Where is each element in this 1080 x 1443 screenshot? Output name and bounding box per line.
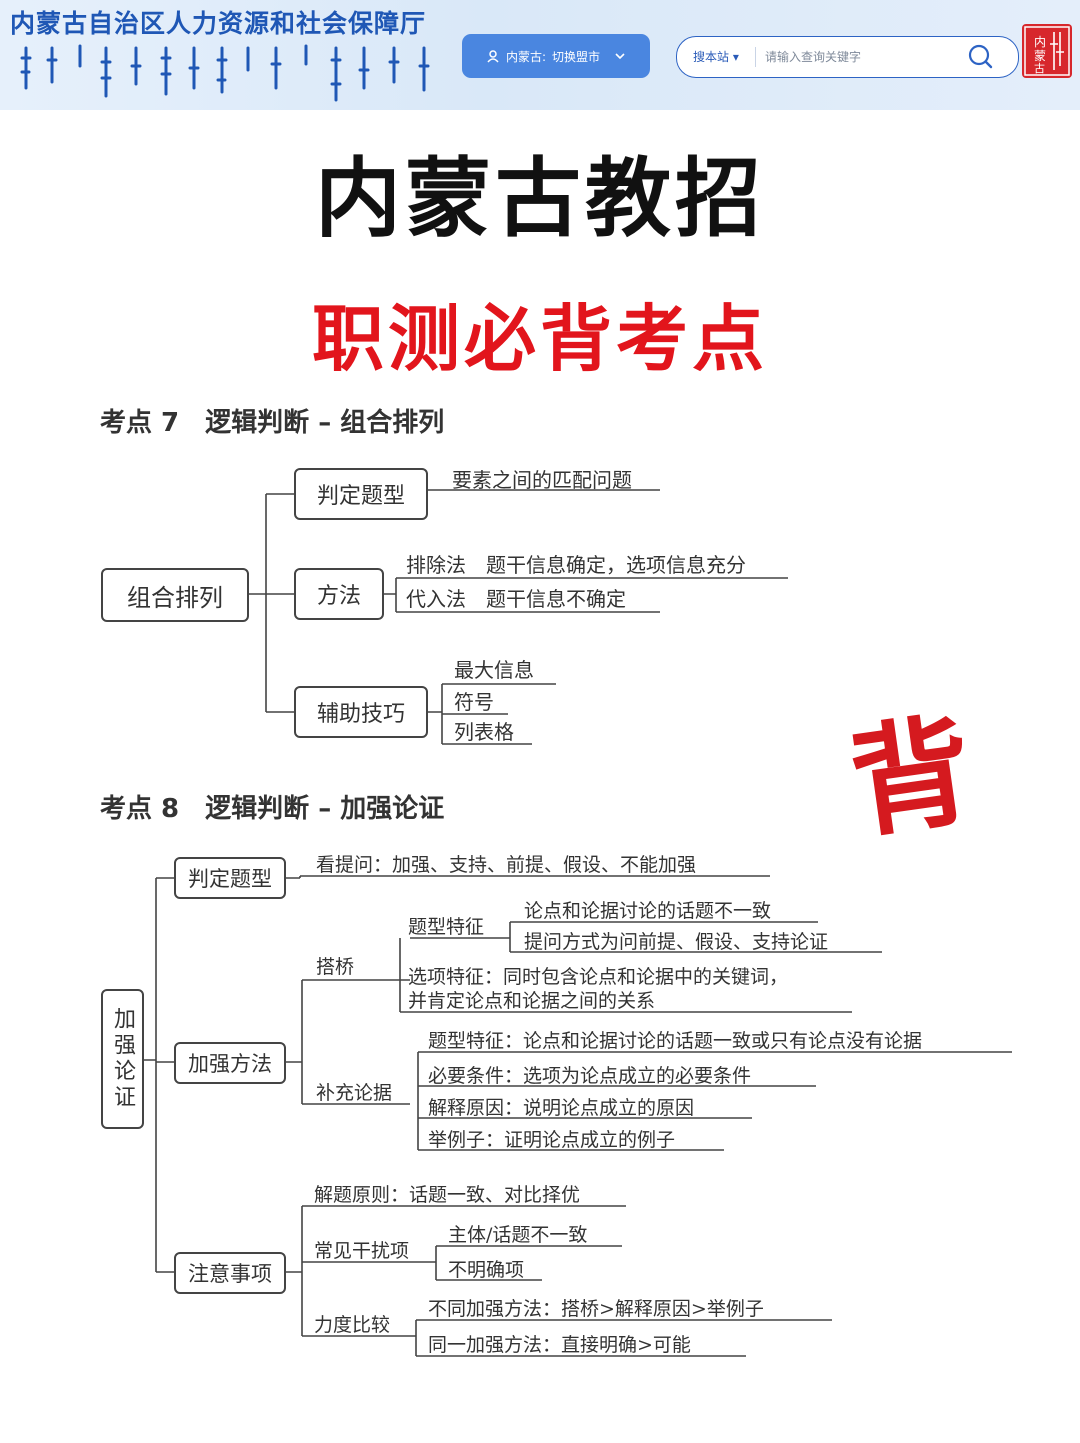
section8-bridge-type: 题型特征 (408, 916, 485, 938)
search-divider (755, 47, 756, 67)
section8-type-node: 判定题型 (174, 857, 286, 899)
section7-root-node: 组合排列 (101, 568, 249, 622)
section7-aid-node: 辅助技巧 (294, 686, 428, 738)
section8-supp-4: 举例子：证明论点成立的例子 (428, 1129, 676, 1151)
section8-bridge: 搭桥 (316, 956, 355, 978)
section8-supp-2: 必要条件：选项为论点成立的必要条件 (428, 1065, 752, 1087)
section8-bridge-type-2: 提问方式为问前提、假设、支持论证 (524, 931, 829, 953)
mongolian-script-title (20, 44, 430, 102)
section8-supp-3: 解释原因：说明论点成立的原因 (428, 1097, 695, 1119)
region-switch-label: 切换盟市 (552, 49, 601, 64)
section8-heading: 考点 8 逻辑判断 – 加强论证 (100, 794, 445, 824)
section8-interfere-2: 不明确项 (448, 1259, 525, 1281)
user-location-icon (487, 50, 499, 63)
section8-supplement: 补充论据 (316, 1082, 393, 1104)
section8-principle: 解题原则：话题一致、对比择优 (314, 1184, 581, 1206)
sub-title: 职测必背考点 (311, 296, 768, 381)
section8-bridge-option-1: 选项特征：同时包含论点和论据中的关键词， (408, 966, 789, 988)
site-title[interactable]: 内蒙古自治区人力资源和社会保障厅 (10, 9, 427, 38)
section7-aid-3: 列表格 (454, 720, 514, 744)
chevron-down-icon (615, 53, 625, 60)
site-logo[interactable]: 内 蒙 古 (1022, 24, 1072, 78)
section8-supp-1: 题型特征：论点和论据讨论的话题一致或只有论点没有论据 (428, 1030, 923, 1052)
section7-method-node: 方法 (294, 568, 384, 620)
section7-aid-1: 最大信息 (454, 658, 534, 682)
svg-text:内: 内 (1034, 35, 1046, 49)
svg-text:蒙: 蒙 (1034, 49, 1046, 63)
section8-bridge-type-1: 论点和论据讨论的话题不一致 (524, 900, 772, 922)
search-bar: 搜本站 ▾ (676, 36, 1019, 78)
seal-logo-icon: 内 蒙 古 (1024, 26, 1070, 76)
search-icon[interactable] (967, 43, 995, 71)
section7-type-node: 判定题型 (294, 468, 428, 520)
section8-notes-node: 注意事项 (174, 1252, 286, 1294)
section8-bridge-option-2: 并肯定论点和论据之间的关系 (408, 990, 656, 1012)
section7-heading: 考点 7 逻辑判断 – 组合排列 (100, 408, 445, 438)
section8-strength-2: 同一加强方法：直接明确>可能 (428, 1334, 691, 1356)
section8-strength-1: 不同加强方法：搭桥>解释原因>举例子 (428, 1298, 764, 1320)
region-switch-button[interactable]: 内蒙古: 切换盟市 (462, 34, 650, 78)
region-label: 内蒙古: (505, 49, 547, 64)
section8-method-node: 加强方法 (174, 1042, 286, 1084)
section7-type-text: 要素之间的匹配问题 (452, 468, 632, 492)
section8-interfere-1: 主体/话题不一致 (448, 1224, 588, 1246)
svg-text:古: 古 (1034, 62, 1045, 75)
section8-interfere: 常见干扰项 (314, 1240, 410, 1262)
section8-root-node: 加强论证 (101, 989, 144, 1129)
section7-method-2: 代入法 题干信息不确定 (406, 587, 626, 611)
section8-strength: 力度比较 (314, 1314, 391, 1336)
search-input[interactable] (765, 43, 955, 71)
site-header: 内蒙古自治区人力资源和社会保障厅 内蒙古: 切换盟市 搜本站 ▾ (0, 0, 1080, 110)
search-scope-select[interactable]: 搜本站 ▾ (693, 50, 739, 64)
section7-aid-2: 符号 (454, 690, 494, 714)
section7-method-1: 排除法 题干信息确定，选项信息充分 (406, 553, 746, 577)
section8-type-text: 看提问：加强、支持、前提、假设、不能加强 (316, 854, 697, 876)
main-title: 内蒙古教招 (315, 149, 765, 249)
